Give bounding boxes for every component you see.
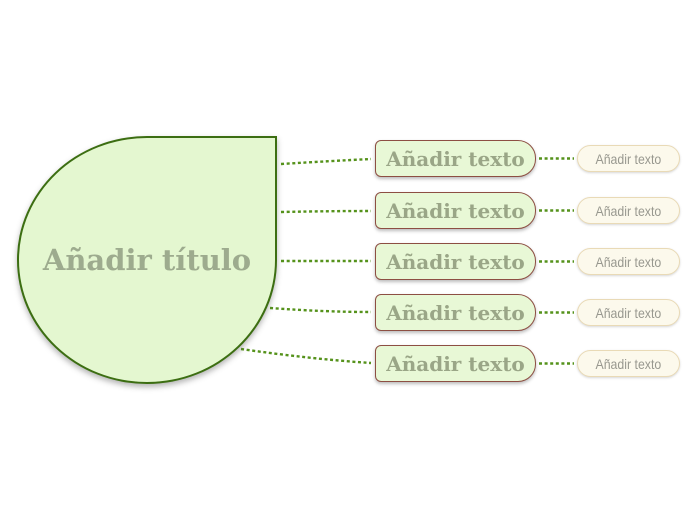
topic-node-4[interactable]: Añadir texto [375, 294, 536, 331]
subtopic-label: Añadir texto [595, 304, 662, 321]
subtopic-node-2[interactable]: Añadir texto [577, 197, 680, 224]
topic-label: Añadir texto [386, 351, 525, 376]
topic-node-1[interactable]: Añadir texto [375, 140, 536, 177]
subtopic-label: Añadir texto [595, 150, 662, 167]
topic-node-2[interactable]: Añadir texto [375, 192, 536, 229]
topic-label: Añadir texto [386, 300, 525, 325]
central-topic-label: Añadir título [42, 243, 252, 277]
topic-node-5[interactable]: Añadir texto [375, 345, 536, 382]
central-topic-node[interactable]: Añadir título [17, 136, 277, 384]
subtopic-node-4[interactable]: Añadir texto [577, 299, 680, 326]
topic-label: Añadir texto [386, 146, 525, 171]
subtopic-node-3[interactable]: Añadir texto [577, 248, 680, 275]
subtopic-node-1[interactable]: Añadir texto [577, 145, 680, 172]
connector-line [240, 347, 372, 365]
connector-line [280, 157, 372, 166]
connector-line [269, 306, 372, 314]
subtopic-label: Añadir texto [595, 355, 662, 372]
subtopic-label: Añadir texto [595, 253, 662, 270]
topic-label: Añadir texto [386, 249, 525, 274]
topic-label: Añadir texto [386, 198, 525, 223]
topic-node-3[interactable]: Añadir texto [375, 243, 536, 280]
subtopic-node-5[interactable]: Añadir texto [577, 350, 680, 377]
connector-line [280, 209, 372, 214]
subtopic-label: Añadir texto [595, 202, 662, 219]
